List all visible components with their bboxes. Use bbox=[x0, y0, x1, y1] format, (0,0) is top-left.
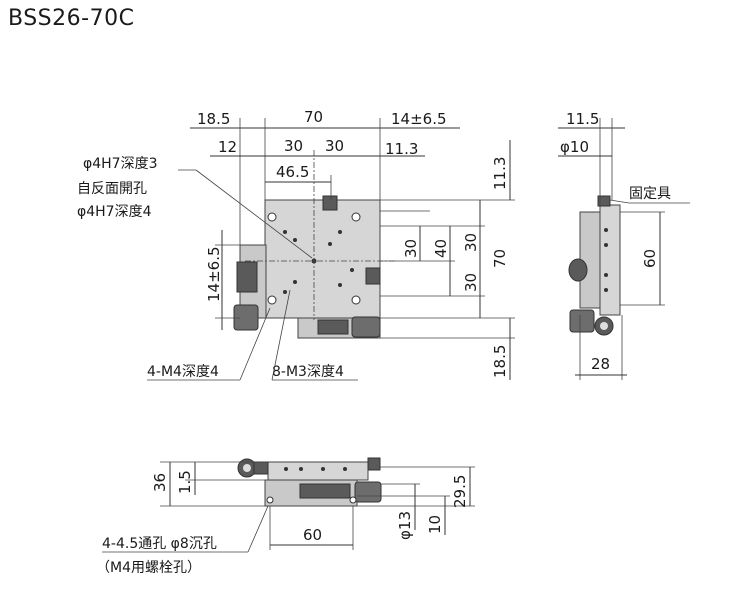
m3-holes bbox=[283, 230, 354, 294]
note-m4: 4-M4深度4 bbox=[147, 364, 219, 380]
clamp-screw-top bbox=[322, 195, 338, 211]
micrometer-knob-bottom bbox=[351, 316, 381, 338]
mount-hole bbox=[267, 212, 277, 222]
micrometer-sleeve-left bbox=[236, 261, 258, 293]
side-view: 11.5 φ10 固定具 60 28 bbox=[558, 110, 690, 380]
front-micrometer-knob bbox=[354, 481, 382, 503]
side-dim-phi10: φ10 bbox=[560, 138, 589, 156]
dim-40-v: 40 bbox=[432, 239, 450, 258]
side-base bbox=[579, 211, 603, 309]
dim-30-b: 30 bbox=[325, 137, 344, 155]
front-dim-phi13: φ13 bbox=[396, 511, 414, 540]
dim-70-v: 70 bbox=[491, 249, 509, 268]
dim-12: 12 bbox=[218, 138, 237, 156]
micrometer-knob-left bbox=[233, 304, 259, 331]
front-dim-1-5: 1.5 bbox=[176, 470, 194, 494]
dim-30-a: 30 bbox=[284, 137, 303, 155]
note-clamp: 固定具 bbox=[629, 186, 671, 202]
note-m3: 8-M3深度4 bbox=[272, 364, 344, 380]
clamp-screw-right bbox=[365, 267, 381, 285]
dim-11-3: 11.3 bbox=[385, 140, 418, 158]
dim-70: 70 bbox=[304, 108, 323, 126]
mount-hole bbox=[351, 295, 361, 305]
front-micrometer-sleeve bbox=[299, 483, 351, 499]
side-dim-28: 28 bbox=[591, 355, 610, 373]
front-view: 36 1.5 29.5 φ13 10 60 4-4.5通孔 φ8沉孔 （M4用螺… bbox=[96, 457, 475, 576]
dim-14-pm-6-5: 14±6.5 bbox=[391, 110, 447, 128]
dim-46-5: 46.5 bbox=[276, 163, 309, 181]
dim-30-v2: 30 bbox=[462, 233, 480, 252]
front-dim-10: 10 bbox=[426, 515, 444, 534]
dim-18-5: 18.5 bbox=[197, 110, 230, 128]
top-stage-body bbox=[264, 199, 381, 319]
side-carriage bbox=[599, 204, 621, 316]
dim-30-v3: 30 bbox=[462, 273, 480, 292]
front-top-plate bbox=[267, 461, 369, 481]
front-dim-36: 36 bbox=[151, 473, 169, 492]
dim-14-pm-6-5-vertical: 14±6.5 bbox=[205, 246, 223, 302]
note-hole-line1: φ4H7深度3 bbox=[83, 156, 157, 172]
front-clamp-screw bbox=[367, 457, 381, 471]
note-bolt-line2: （M4用螺栓孔） bbox=[96, 560, 201, 576]
note-bolt-line1: 4-4.5通孔 φ8沉孔 bbox=[102, 536, 217, 552]
side-dim-11-5: 11.5 bbox=[566, 110, 599, 128]
front-micrometer-stem bbox=[253, 461, 269, 475]
mount-hole bbox=[351, 212, 361, 222]
top-view: 18.5 70 14±6.5 12 30 30 11.3 46.5 11.3 3… bbox=[77, 108, 515, 381]
front-dim-60: 60 bbox=[303, 526, 322, 544]
side-micrometer-knob bbox=[569, 309, 595, 333]
mount-hole bbox=[267, 295, 277, 305]
micrometer-sleeve-bottom bbox=[317, 319, 349, 335]
note-hole-line2: 自反面開孔 bbox=[77, 181, 147, 197]
front-dim-29-5: 29.5 bbox=[451, 475, 469, 508]
side-clamp-screw bbox=[597, 195, 611, 207]
dim-30-v1: 30 bbox=[402, 239, 420, 258]
side-dim-60: 60 bbox=[641, 249, 659, 268]
dim-18-5-vertical: 18.5 bbox=[491, 345, 509, 378]
page-title: BSS26-70C bbox=[8, 6, 135, 31]
dim-11-3-vertical: 11.3 bbox=[491, 157, 509, 190]
side-micrometer-top bbox=[568, 258, 588, 282]
note-hole-line3: φ4H7深度4 bbox=[77, 204, 152, 220]
